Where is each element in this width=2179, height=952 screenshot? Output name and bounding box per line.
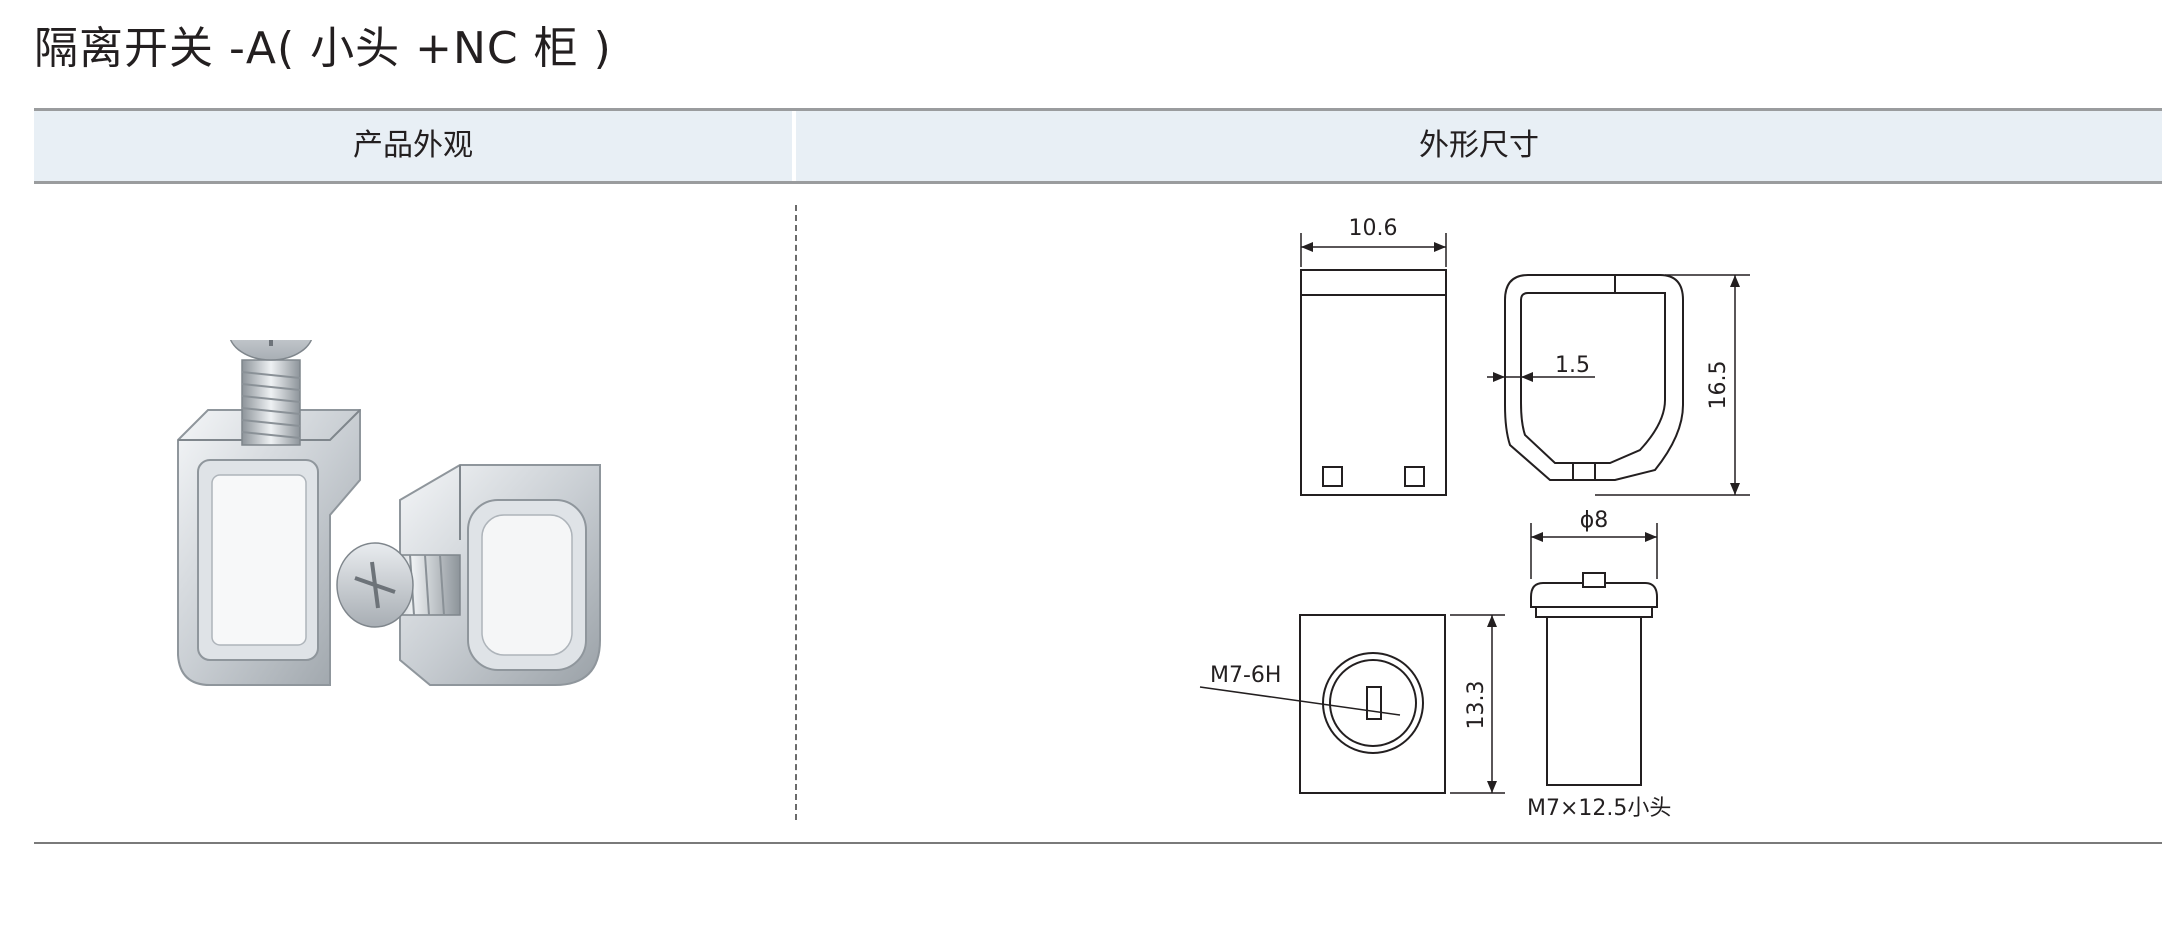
dim-side-label: 13.3: [1464, 681, 1489, 730]
column-divider: [795, 205, 797, 820]
header-column-separator: [792, 111, 796, 181]
table-bottom-rule: [34, 842, 2162, 844]
dim-width-label: 10.6: [1349, 216, 1398, 241]
front-view-outline: [1300, 269, 1447, 496]
dim-thread-label: M7-6H: [1210, 663, 1281, 688]
screw-head-outline: [1530, 582, 1658, 608]
table-header-bottom-rule: [34, 181, 2162, 184]
dim-height-label: 16.5: [1706, 361, 1731, 410]
page-title: 隔离开关 -A( 小头 +NC 柜 ): [34, 23, 612, 74]
dim-screw-dia-label: ϕ8: [1580, 508, 1609, 533]
screw-spec-label: M7×12.5小头: [1527, 796, 1671, 821]
side-view-outline: [1504, 274, 1684, 481]
product-photo: [177, 340, 601, 686]
header-product-appearance: 产品外观: [353, 128, 473, 163]
dimension-drawing: 10.6 1.5 16.5 ϕ8 M7-6H 13.3 M7×12.5小头: [1199, 216, 1750, 821]
table-top-rule: [34, 108, 2162, 111]
dim-wall-label: 1.5: [1555, 353, 1590, 378]
table-header: [34, 111, 2162, 181]
top-view-outline: [1299, 614, 1446, 794]
header-outline-dimensions: 外形尺寸: [1419, 128, 1539, 163]
